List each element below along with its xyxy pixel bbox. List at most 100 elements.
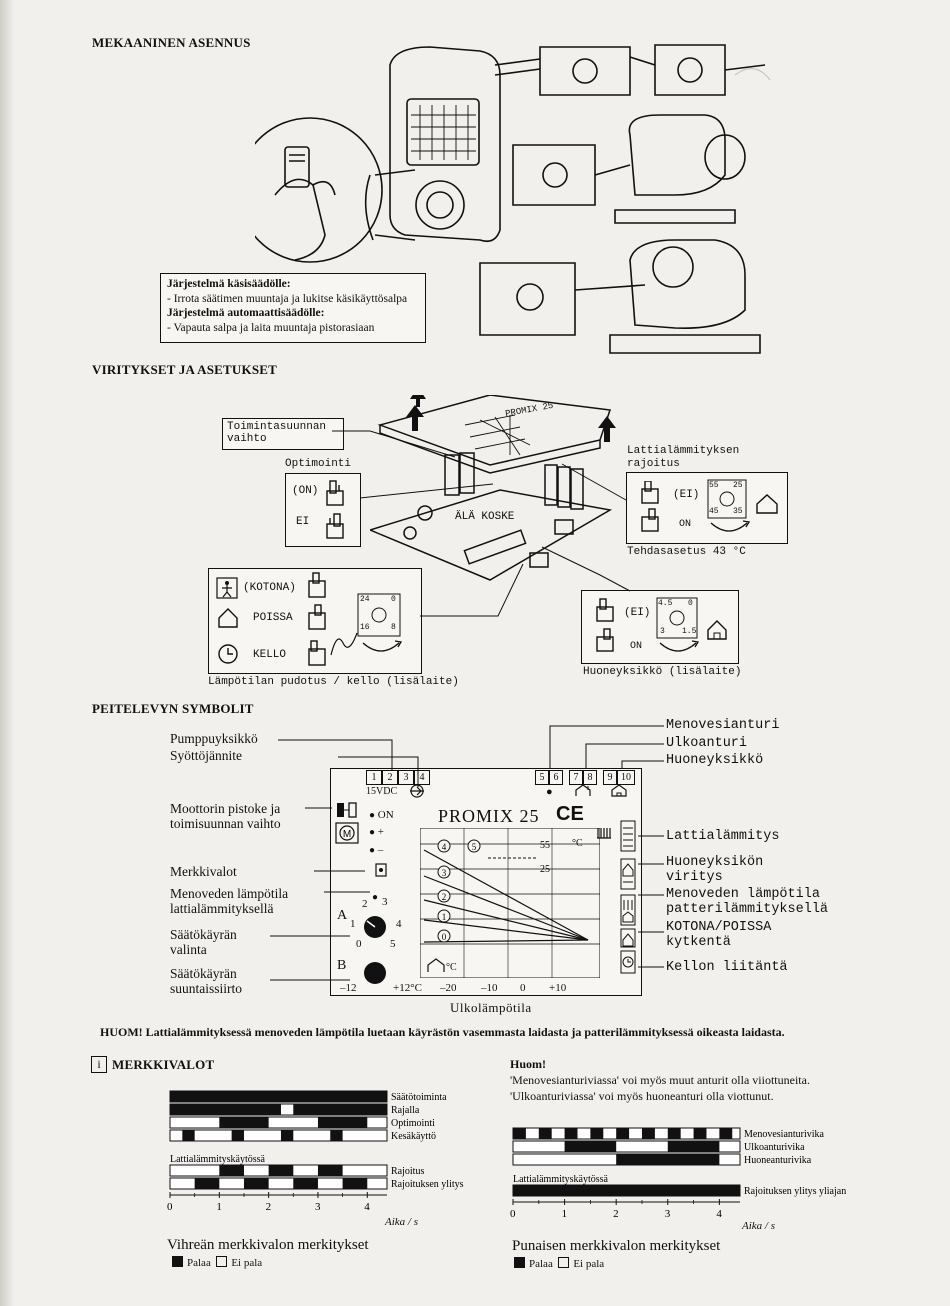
top-degc: °C <box>572 838 583 849</box>
timing-sublabel: Lattialämmityskäytössä <box>170 1154 266 1165</box>
terminal-9: 9 <box>603 770 617 785</box>
timing-on-segment <box>590 1128 604 1139</box>
red-legend-off: Ei pala <box>573 1258 605 1270</box>
x-tick-minus10: –10 <box>481 982 498 994</box>
floor-temp-dot: ● <box>372 892 379 903</box>
label-clock-connection: Kellon liitäntä <box>666 960 788 975</box>
timing-tick-label: 4 <box>716 1208 722 1220</box>
cover-panel <box>330 768 642 996</box>
right-note: Huom! 'Menovesianturiviassa' voi myös mu… <box>510 1056 910 1104</box>
led-plus-label: + <box>377 826 385 838</box>
timing-row-label: Rajoitus <box>391 1166 424 1177</box>
timing-on-segment <box>693 1128 707 1139</box>
floor-on-label: ON <box>679 519 692 530</box>
note-auto-title: Järjestelmä automaattisäädölle: <box>167 307 325 319</box>
room-house-icon <box>707 620 727 640</box>
right-note-line1: 'Menovesianturiviassa' voi myös muut ant… <box>510 1073 810 1087</box>
timing-on-segment <box>667 1141 720 1152</box>
drop-dial-icon <box>357 593 401 637</box>
room-on-label: ON <box>630 641 643 652</box>
x-tick-0: 0 <box>520 982 526 994</box>
x-axis-title: Ulkolämpötila <box>450 1000 532 1015</box>
timing-row-frame <box>169 1116 388 1129</box>
timing-on-segment <box>170 1091 387 1102</box>
room-rotate-icon <box>659 640 700 652</box>
motor-plug-icon <box>337 802 357 818</box>
timing-on-segment <box>317 1165 343 1176</box>
vdc-label: 15VDC <box>366 786 398 797</box>
terminal-4: 4 <box>414 770 430 785</box>
timing-on-segment <box>170 1104 281 1115</box>
terminal-6: 6 <box>549 770 563 785</box>
room-dial-15: 1.5 <box>682 627 697 636</box>
section-title-mechanical: MEKAANINEN ASENNUS <box>92 35 251 50</box>
drop-dial-16: 16 <box>360 623 370 632</box>
timing-row-label: Optimointi <box>391 1118 435 1129</box>
curve-label-5: 5 <box>472 842 477 852</box>
label-floor-heating: Lattialämmitys <box>666 829 780 844</box>
mode-jumpers-icon <box>308 572 326 666</box>
terminal-8: 8 <box>583 770 597 785</box>
green-title: Vihreän merkkivalon merkitykset <box>167 1237 369 1253</box>
rotate-arrow-icon <box>710 520 751 532</box>
timing-on-segment <box>513 1185 740 1196</box>
dial-b-label: B <box>337 958 347 973</box>
drop-dial-0: 0 <box>391 595 396 604</box>
green-legend-off: Ei pala <box>231 1257 263 1269</box>
wire-icon <box>330 632 358 656</box>
home-away-icon <box>620 928 636 948</box>
terminal-5: 5 <box>535 770 549 785</box>
label-flow-sensor: Menovesianturi <box>666 718 780 733</box>
timing-on-segment <box>280 1130 294 1141</box>
red-legend-off-swatch <box>558 1257 570 1268</box>
terminal-7: 7 <box>569 770 583 785</box>
mode-leader <box>420 563 524 617</box>
left-leaders <box>270 739 419 981</box>
curve-marker-0 <box>437 929 451 943</box>
label-radiator-flow-temp: Menoveden lämpötila patterilämmityksellä <box>666 887 829 917</box>
curve-label-1: 1 <box>442 912 447 922</box>
timing-row-label: Ulkoanturivika <box>744 1142 805 1153</box>
green-timing-chart: SäätötoimintaRajallaOptimointiKesäkäyttö… <box>167 1090 464 1213</box>
curve-line-1 <box>423 919 589 941</box>
timing-sublabel: Lattialämmityskäytössä <box>513 1174 609 1185</box>
timing-row-label: Huoneanturivika <box>744 1155 812 1166</box>
curve-marker-5 <box>467 839 481 853</box>
label-curve-shift: Säätökäyrän suuntaissiirto <box>170 966 243 996</box>
outdoor-house-icon <box>427 958 445 972</box>
room-dial-0: 0 <box>688 599 693 608</box>
floor-leader <box>561 463 627 501</box>
heating-curve-chart: 4030201060504030204532105525 <box>420 828 600 978</box>
optimize-on-label: (ON) <box>292 485 319 497</box>
dial-a-5: 5 <box>390 938 396 950</box>
mode-box: (KOTONA) POISSA KELLO 24 0 16 8 <box>208 568 422 674</box>
timing-on-segment <box>268 1165 294 1176</box>
timing-on-segment <box>641 1128 655 1139</box>
radiator-icon <box>597 828 611 839</box>
timing-on-segment <box>667 1128 681 1139</box>
red-timing-chart: MenovesianturivikaUlkoanturivikaHuoneant… <box>510 1127 846 1220</box>
room-unit-box: (EI) ON 4.5 0 3 1.5 <box>581 590 739 664</box>
label-outdoor-sensor: Ulkoanturi <box>666 736 748 751</box>
curve-marker-1 <box>437 909 451 923</box>
timing-row-label: Säätötoiminta <box>391 1092 447 1103</box>
curve-label-4: 4 <box>442 842 447 852</box>
section-title-indicators: MERKKIVALOT <box>112 1057 215 1072</box>
dial-a-1: 1 <box>350 918 356 930</box>
x-tick-plus10: +10 <box>549 982 567 994</box>
drop-dial-8: 8 <box>391 623 396 632</box>
right-leaders <box>549 725 664 968</box>
red-legend: Palaa Ei pala <box>514 1257 604 1270</box>
direction-leader <box>332 430 456 458</box>
timing-on-segment <box>194 1178 220 1189</box>
dial-a-2: 2 <box>362 898 368 910</box>
red-axis-label: Aika / s <box>742 1220 775 1232</box>
ala-koske-label: ÄLÄ KOSKE <box>455 511 515 523</box>
label-supply-voltage: Syöttöjännite <box>170 748 242 763</box>
optimize-leader <box>359 483 494 499</box>
ce-mark: CE <box>556 803 584 825</box>
drop-rotate-icon <box>362 640 403 652</box>
timing-on-segment <box>564 1128 578 1139</box>
curve-shift-dial <box>364 962 386 984</box>
indicator-lamp-icon <box>375 863 387 877</box>
